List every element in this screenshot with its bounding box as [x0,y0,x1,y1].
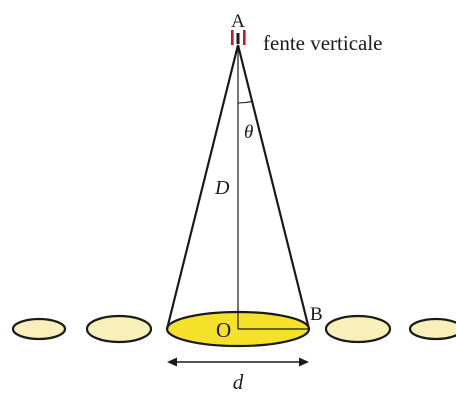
slit-icon [231,30,246,45]
angle-arc [237,100,253,104]
diameter-arrow [167,357,309,367]
side-spot-right [324,314,392,344]
side-spot-far-right [408,317,456,341]
label-diameter: d [233,370,244,394]
side-spot-left [85,314,153,344]
label-distance: D [214,177,230,199]
label-angle: θ [244,122,253,143]
label-slit-caption: fente verticale [263,31,383,55]
side-spot-far-left [11,317,67,341]
label-edge-point: B [310,304,323,325]
cone-left-edge [165,44,240,330]
label-center: O [216,318,231,342]
cone-right-edge [236,44,311,330]
label-apex: A [231,11,245,32]
